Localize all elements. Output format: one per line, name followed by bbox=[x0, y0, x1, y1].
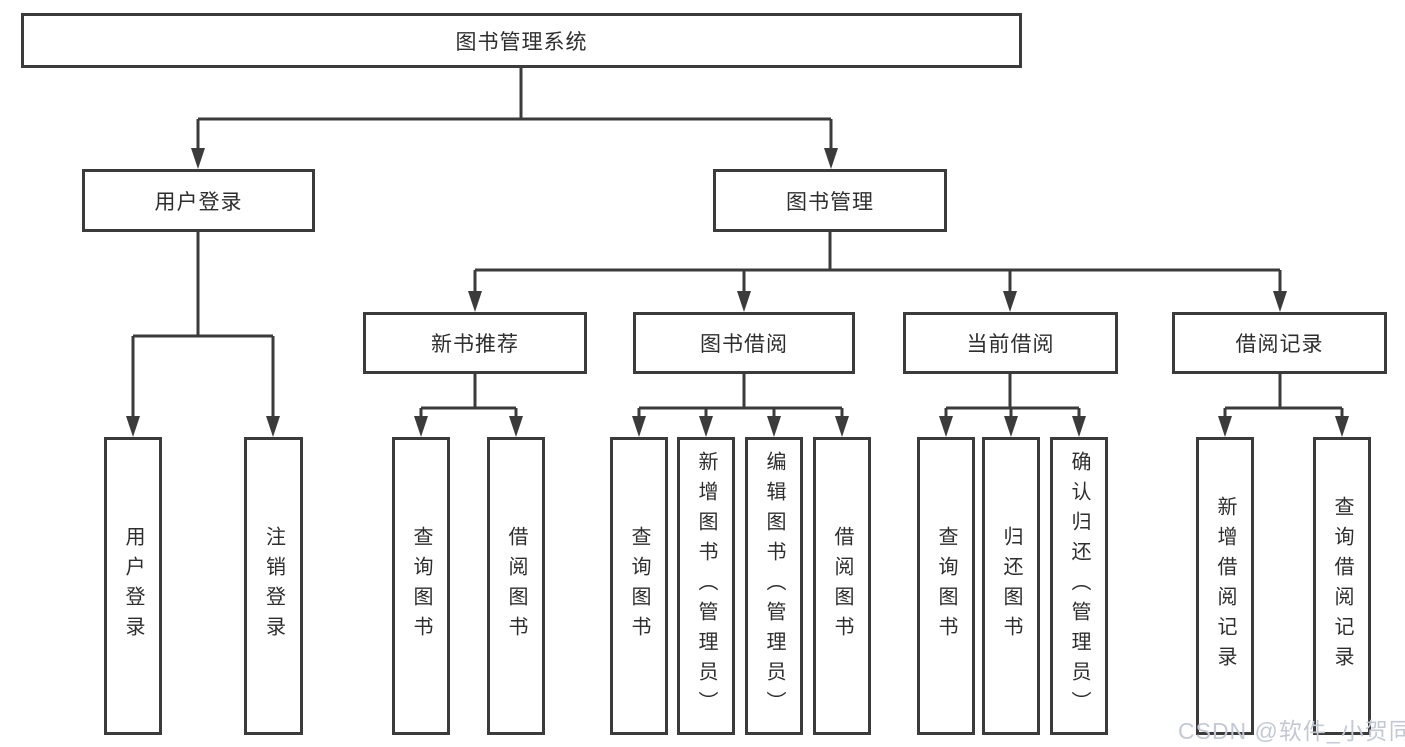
leaf-label: 借阅图书 bbox=[505, 526, 527, 646]
leaf-label: 确认归还（管理员） bbox=[1068, 451, 1090, 721]
node-current-borrowing: 当前借阅 bbox=[903, 312, 1118, 374]
leaf-label: 归还图书 bbox=[1000, 526, 1022, 646]
leaf-add-book-admin: 新增图书（管理员） bbox=[677, 437, 735, 735]
node-book-borrowing: 图书借阅 bbox=[633, 312, 855, 374]
node-new-book-recommend: 新书推荐 bbox=[363, 312, 587, 374]
leaf-query-books-current: 查询图书 bbox=[917, 437, 975, 735]
csdn-watermark: CSDN @软件_小贺同学 bbox=[1178, 718, 1405, 744]
leaf-borrow-books: 借阅图书 bbox=[813, 437, 871, 735]
leaf-label: 编辑图书（管理员） bbox=[763, 451, 785, 721]
leaf-query-borrow-record: 查询借阅记录 bbox=[1313, 437, 1371, 735]
leaf-label: 新增借阅记录 bbox=[1214, 496, 1236, 676]
leaf-user-login: 用户登录 bbox=[104, 437, 162, 735]
leaf-label: 新增图书（管理员） bbox=[695, 451, 717, 721]
leaf-edit-book-admin: 编辑图书（管理员） bbox=[745, 437, 803, 735]
node-borrow-records: 借阅记录 bbox=[1172, 312, 1387, 374]
leaf-label: 查询图书 bbox=[935, 526, 957, 646]
node-library-management-system: 图书管理系统 bbox=[21, 13, 1022, 68]
leaf-label: 查询图书 bbox=[628, 526, 650, 646]
leaf-label: 注销登录 bbox=[262, 526, 285, 646]
leaf-label: 查询图书 bbox=[410, 526, 432, 646]
leaf-add-borrow-record: 新增借阅记录 bbox=[1196, 437, 1254, 735]
leaf-query-books-borrow: 查询图书 bbox=[610, 437, 668, 735]
leaf-label: 借阅图书 bbox=[831, 526, 853, 646]
leaf-borrow-books-recommend: 借阅图书 bbox=[487, 437, 545, 735]
leaf-label: 查询借阅记录 bbox=[1331, 496, 1353, 676]
leaf-return-book: 归还图书 bbox=[982, 437, 1040, 735]
leaf-query-books-recommend: 查询图书 bbox=[392, 437, 450, 735]
leaf-label: 用户登录 bbox=[122, 526, 144, 646]
node-book-management: 图书管理 bbox=[713, 169, 947, 232]
leaf-confirm-return-admin: 确认归还（管理员） bbox=[1050, 437, 1108, 735]
node-user-login: 用户登录 bbox=[82, 169, 315, 232]
leaf-logout: 注销登录 bbox=[244, 437, 303, 735]
